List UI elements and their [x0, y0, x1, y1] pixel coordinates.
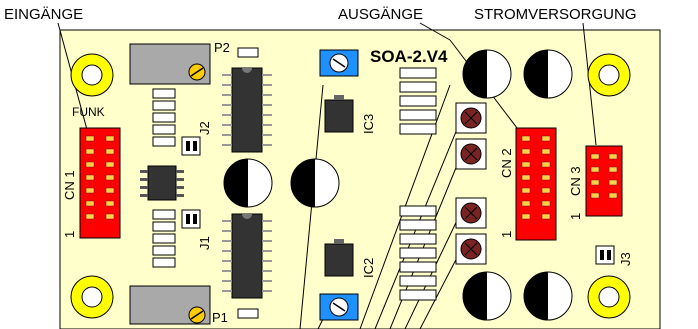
- jumper-j1: [181, 209, 201, 229]
- trimmer-bottom: [319, 293, 359, 321]
- label-j3: J3: [618, 252, 633, 266]
- small-resistor-p1: [237, 308, 259, 319]
- connector-cn1: [79, 127, 121, 239]
- label-j1: J1: [197, 236, 212, 250]
- resistor-array-mid-lower: [399, 205, 437, 301]
- ic-upper-left: [222, 67, 272, 153]
- label-funk: FUNK: [72, 105, 105, 119]
- connector-cn3: [585, 145, 623, 217]
- small-resistor-p2: [237, 47, 259, 58]
- mounting-holes: [70, 53, 631, 319]
- resistor-array-left-upper: [152, 88, 176, 147]
- mount-hole-top-left: [70, 53, 114, 97]
- smd-chip-left: [140, 165, 184, 201]
- ic-lower-left: [222, 213, 272, 299]
- label-inputs: EINGÄNGE: [4, 6, 83, 23]
- chip-ic3: [324, 95, 354, 133]
- label-j2: J2: [197, 121, 212, 135]
- resistor-array-mid-upper: [399, 67, 437, 135]
- capacitor-right-3: [462, 271, 512, 321]
- jumper-j2: [181, 136, 201, 156]
- label-ic3: IC3: [361, 114, 376, 134]
- capacitor-right-1: [462, 49, 512, 99]
- relay-button-4: [455, 233, 487, 265]
- capacitor-left-2: [290, 158, 340, 208]
- label-p1: P1: [212, 310, 228, 325]
- connector-cn2: [515, 127, 557, 241]
- chip-ic2: [324, 239, 354, 277]
- label-power: STROMVERSORGUNG: [474, 6, 637, 23]
- board-name: SOA-2.V4: [370, 47, 448, 66]
- relay-button-1: [455, 102, 487, 134]
- potentiometer-p1: [129, 285, 211, 325]
- capacitor-right-2: [523, 49, 573, 99]
- mount-hole-top-right: [587, 53, 631, 97]
- relay-button-3: [455, 197, 487, 229]
- label-cn1-pin1: 1: [62, 231, 77, 238]
- mount-hole-bottom-left: [70, 275, 114, 319]
- label-cn2: CN 2: [499, 148, 514, 178]
- resistor-array-left-lower: [152, 209, 176, 268]
- label-cn2-pin1: 1: [499, 231, 514, 238]
- capacitor-right-4: [523, 271, 573, 321]
- label-ic2: IC2: [361, 258, 376, 278]
- mount-hole-bottom-right: [587, 275, 631, 319]
- label-p2: P2: [214, 40, 230, 55]
- jumper-j3: [595, 245, 615, 265]
- label-cn3-pin1: 1: [568, 213, 583, 220]
- label-cn3: CN 3: [568, 166, 583, 196]
- relay-button-2: [455, 138, 487, 170]
- trimmer-top: [319, 49, 359, 77]
- label-outputs: AUSGÄNGE: [338, 6, 423, 23]
- label-cn1: CN 1: [62, 170, 77, 200]
- capacitor-left-1: [223, 158, 273, 208]
- potentiometer-p2: [129, 43, 211, 85]
